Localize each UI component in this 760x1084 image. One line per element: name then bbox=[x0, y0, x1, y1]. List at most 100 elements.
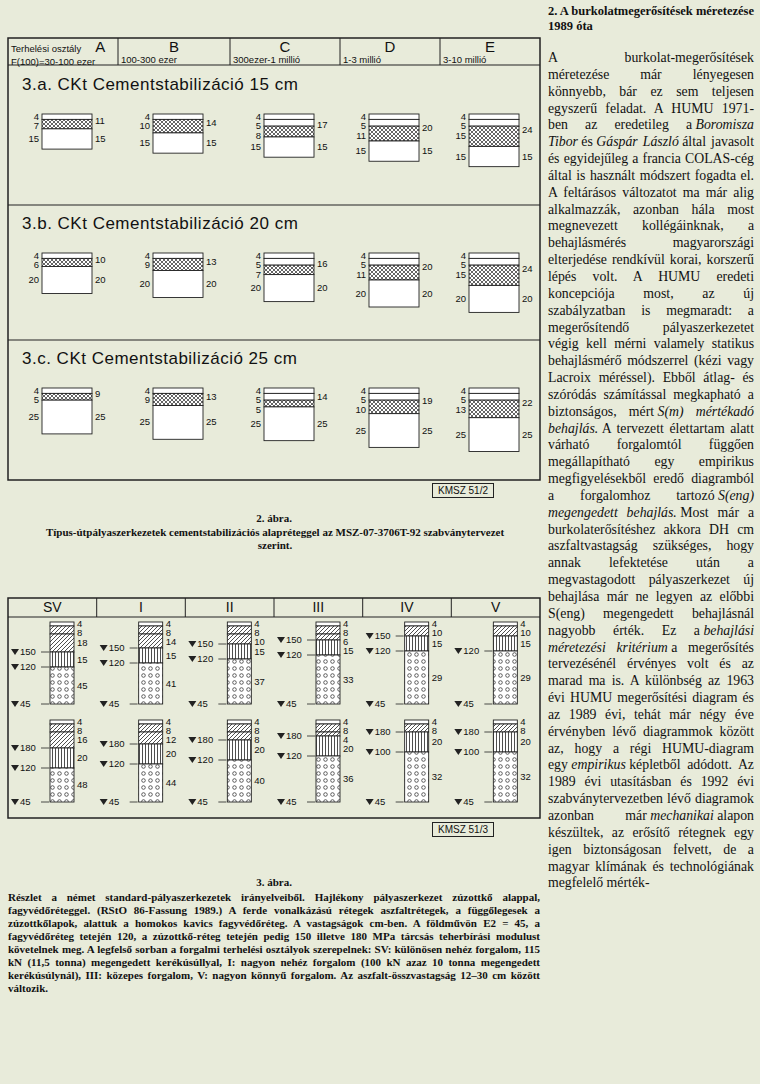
frame bbox=[8, 38, 540, 480]
modulus-marker: 120 bbox=[197, 654, 213, 664]
node-text: IV bbox=[400, 599, 413, 615]
leader-line bbox=[484, 732, 492, 733]
triangle-marker bbox=[366, 633, 374, 639]
total-thickness: 29 bbox=[520, 673, 531, 683]
asphalt-layer bbox=[50, 720, 74, 724]
layer-thickness: 7 bbox=[34, 121, 39, 131]
layer-thickness: 5 bbox=[461, 395, 466, 405]
asphalt-layer bbox=[469, 393, 519, 400]
modulus-marker: 100 bbox=[375, 747, 391, 757]
asphalt-layer bbox=[50, 732, 74, 748]
paragraph-text: Most már a burkolaterősítéshez akkora DH… bbox=[548, 505, 754, 638]
leader-line bbox=[130, 744, 138, 745]
asphalt-layer bbox=[469, 126, 519, 146]
traffic-class-header: II bbox=[185, 598, 274, 617]
layer-thickness: 15 bbox=[343, 646, 354, 656]
modulus-marker: 180 bbox=[375, 727, 391, 737]
frost-layer bbox=[139, 764, 163, 802]
node-text: C bbox=[230, 38, 340, 54]
asphalt-layer bbox=[50, 626, 74, 634]
paragraph-text: a megerősítés tervezésénél érvényes volt… bbox=[548, 640, 754, 773]
layer-thickness: 5 bbox=[361, 121, 366, 131]
base-layer bbox=[153, 271, 203, 298]
modulus-marker: 45 bbox=[463, 699, 474, 709]
total-thickness: 33 bbox=[343, 675, 354, 685]
modulus-marker: 150 bbox=[375, 631, 391, 641]
node-text: KMSZ 51/2 bbox=[438, 485, 488, 496]
layer-thickness: 4 bbox=[361, 112, 366, 122]
total-thickness: 20 bbox=[422, 123, 433, 133]
total-thickness: 13 bbox=[206, 257, 217, 267]
figure-caption: Részlet a német standard-pályaszerkezete… bbox=[8, 891, 540, 995]
leader-line bbox=[218, 760, 226, 761]
base-layer bbox=[469, 418, 519, 452]
triangle-marker bbox=[366, 799, 374, 805]
layer-thickness: 20 bbox=[254, 745, 265, 755]
crushed-stone-layer bbox=[50, 652, 74, 667]
total-thickness: 19 bbox=[422, 396, 433, 406]
modulus-marker: 150 bbox=[197, 639, 213, 649]
triangle-marker bbox=[100, 761, 108, 767]
triangle-marker bbox=[100, 799, 108, 805]
modulus-marker: 180 bbox=[463, 727, 479, 737]
base-layer bbox=[469, 285, 519, 312]
asphalt-layer bbox=[369, 119, 419, 126]
asphalt-layer bbox=[469, 119, 519, 126]
node-text: F(100)=30-100 ezer bbox=[8, 56, 118, 67]
layer-thickness: 20 bbox=[95, 275, 106, 285]
layer-thickness: 20 bbox=[455, 294, 466, 304]
modulus-marker: 120 bbox=[197, 755, 213, 765]
triangle-marker bbox=[100, 660, 108, 666]
leader-line bbox=[41, 768, 49, 769]
total-thickness: 10 bbox=[95, 255, 106, 265]
node-text: 3.c. CKt Cementstabilizáció 25 cm bbox=[8, 340, 540, 369]
base-layer bbox=[42, 129, 92, 149]
asphalt-layer bbox=[153, 393, 203, 405]
asphalt-layer bbox=[42, 393, 92, 400]
layer-thickness: 5 bbox=[256, 121, 261, 131]
leader-line bbox=[218, 644, 226, 645]
layer-thickness: 10 bbox=[520, 628, 531, 638]
layer-thickness: 15 bbox=[28, 134, 39, 144]
paragraph-text: által javasolt és egyidejűleg a francia … bbox=[548, 134, 754, 419]
layer-thickness: 4 bbox=[34, 251, 39, 261]
base-layer bbox=[369, 141, 419, 161]
asphalt-layer bbox=[139, 724, 163, 732]
layer-thickness: 20 bbox=[355, 289, 366, 299]
crushed-stone-layer bbox=[316, 640, 340, 655]
emphasis-text: Gáspár László bbox=[596, 134, 679, 149]
base-layer bbox=[153, 133, 203, 153]
triangle-marker bbox=[188, 701, 196, 707]
total-thickness: 40 bbox=[254, 776, 265, 786]
frost-layer bbox=[405, 752, 429, 802]
layer-thickness: 20 bbox=[522, 294, 533, 304]
triangle-marker bbox=[188, 656, 196, 662]
leader-line bbox=[130, 663, 138, 664]
total-thickness: 16 bbox=[317, 259, 328, 269]
triangle-marker bbox=[188, 737, 196, 743]
base-layer bbox=[42, 400, 92, 434]
layer-thickness: 11 bbox=[356, 131, 366, 141]
frost-layer bbox=[493, 651, 517, 704]
modulus-marker: 150 bbox=[286, 635, 302, 645]
layer-thickness: 10 bbox=[355, 405, 366, 415]
frost-layer bbox=[493, 752, 517, 802]
layer-thickness: 15 bbox=[455, 270, 466, 280]
layer-thickness: 20 bbox=[343, 744, 354, 754]
layer-thickness: 4 bbox=[145, 386, 150, 396]
asphalt-layer bbox=[42, 258, 92, 266]
layer-thickness: 15 bbox=[317, 142, 328, 152]
modulus-marker: 120 bbox=[109, 658, 125, 668]
layer-thickness: 25 bbox=[250, 419, 261, 429]
figure-caption: Típus-útpályaszerkezetek cementstabilizá… bbox=[40, 526, 510, 552]
frost-layer bbox=[139, 663, 163, 704]
asphalt-layer bbox=[493, 724, 517, 732]
layer-thickness: 4 bbox=[34, 112, 39, 122]
modulus-marker: 180 bbox=[286, 731, 302, 741]
figure-number: 2. ábra. bbox=[8, 512, 540, 525]
reference-box: KMSZ 51/3 bbox=[432, 822, 494, 837]
traffic-class-header: I bbox=[97, 598, 186, 617]
total-thickness: 44 bbox=[166, 778, 177, 788]
leader-line bbox=[130, 764, 138, 765]
modulus-marker: 120 bbox=[463, 646, 479, 656]
